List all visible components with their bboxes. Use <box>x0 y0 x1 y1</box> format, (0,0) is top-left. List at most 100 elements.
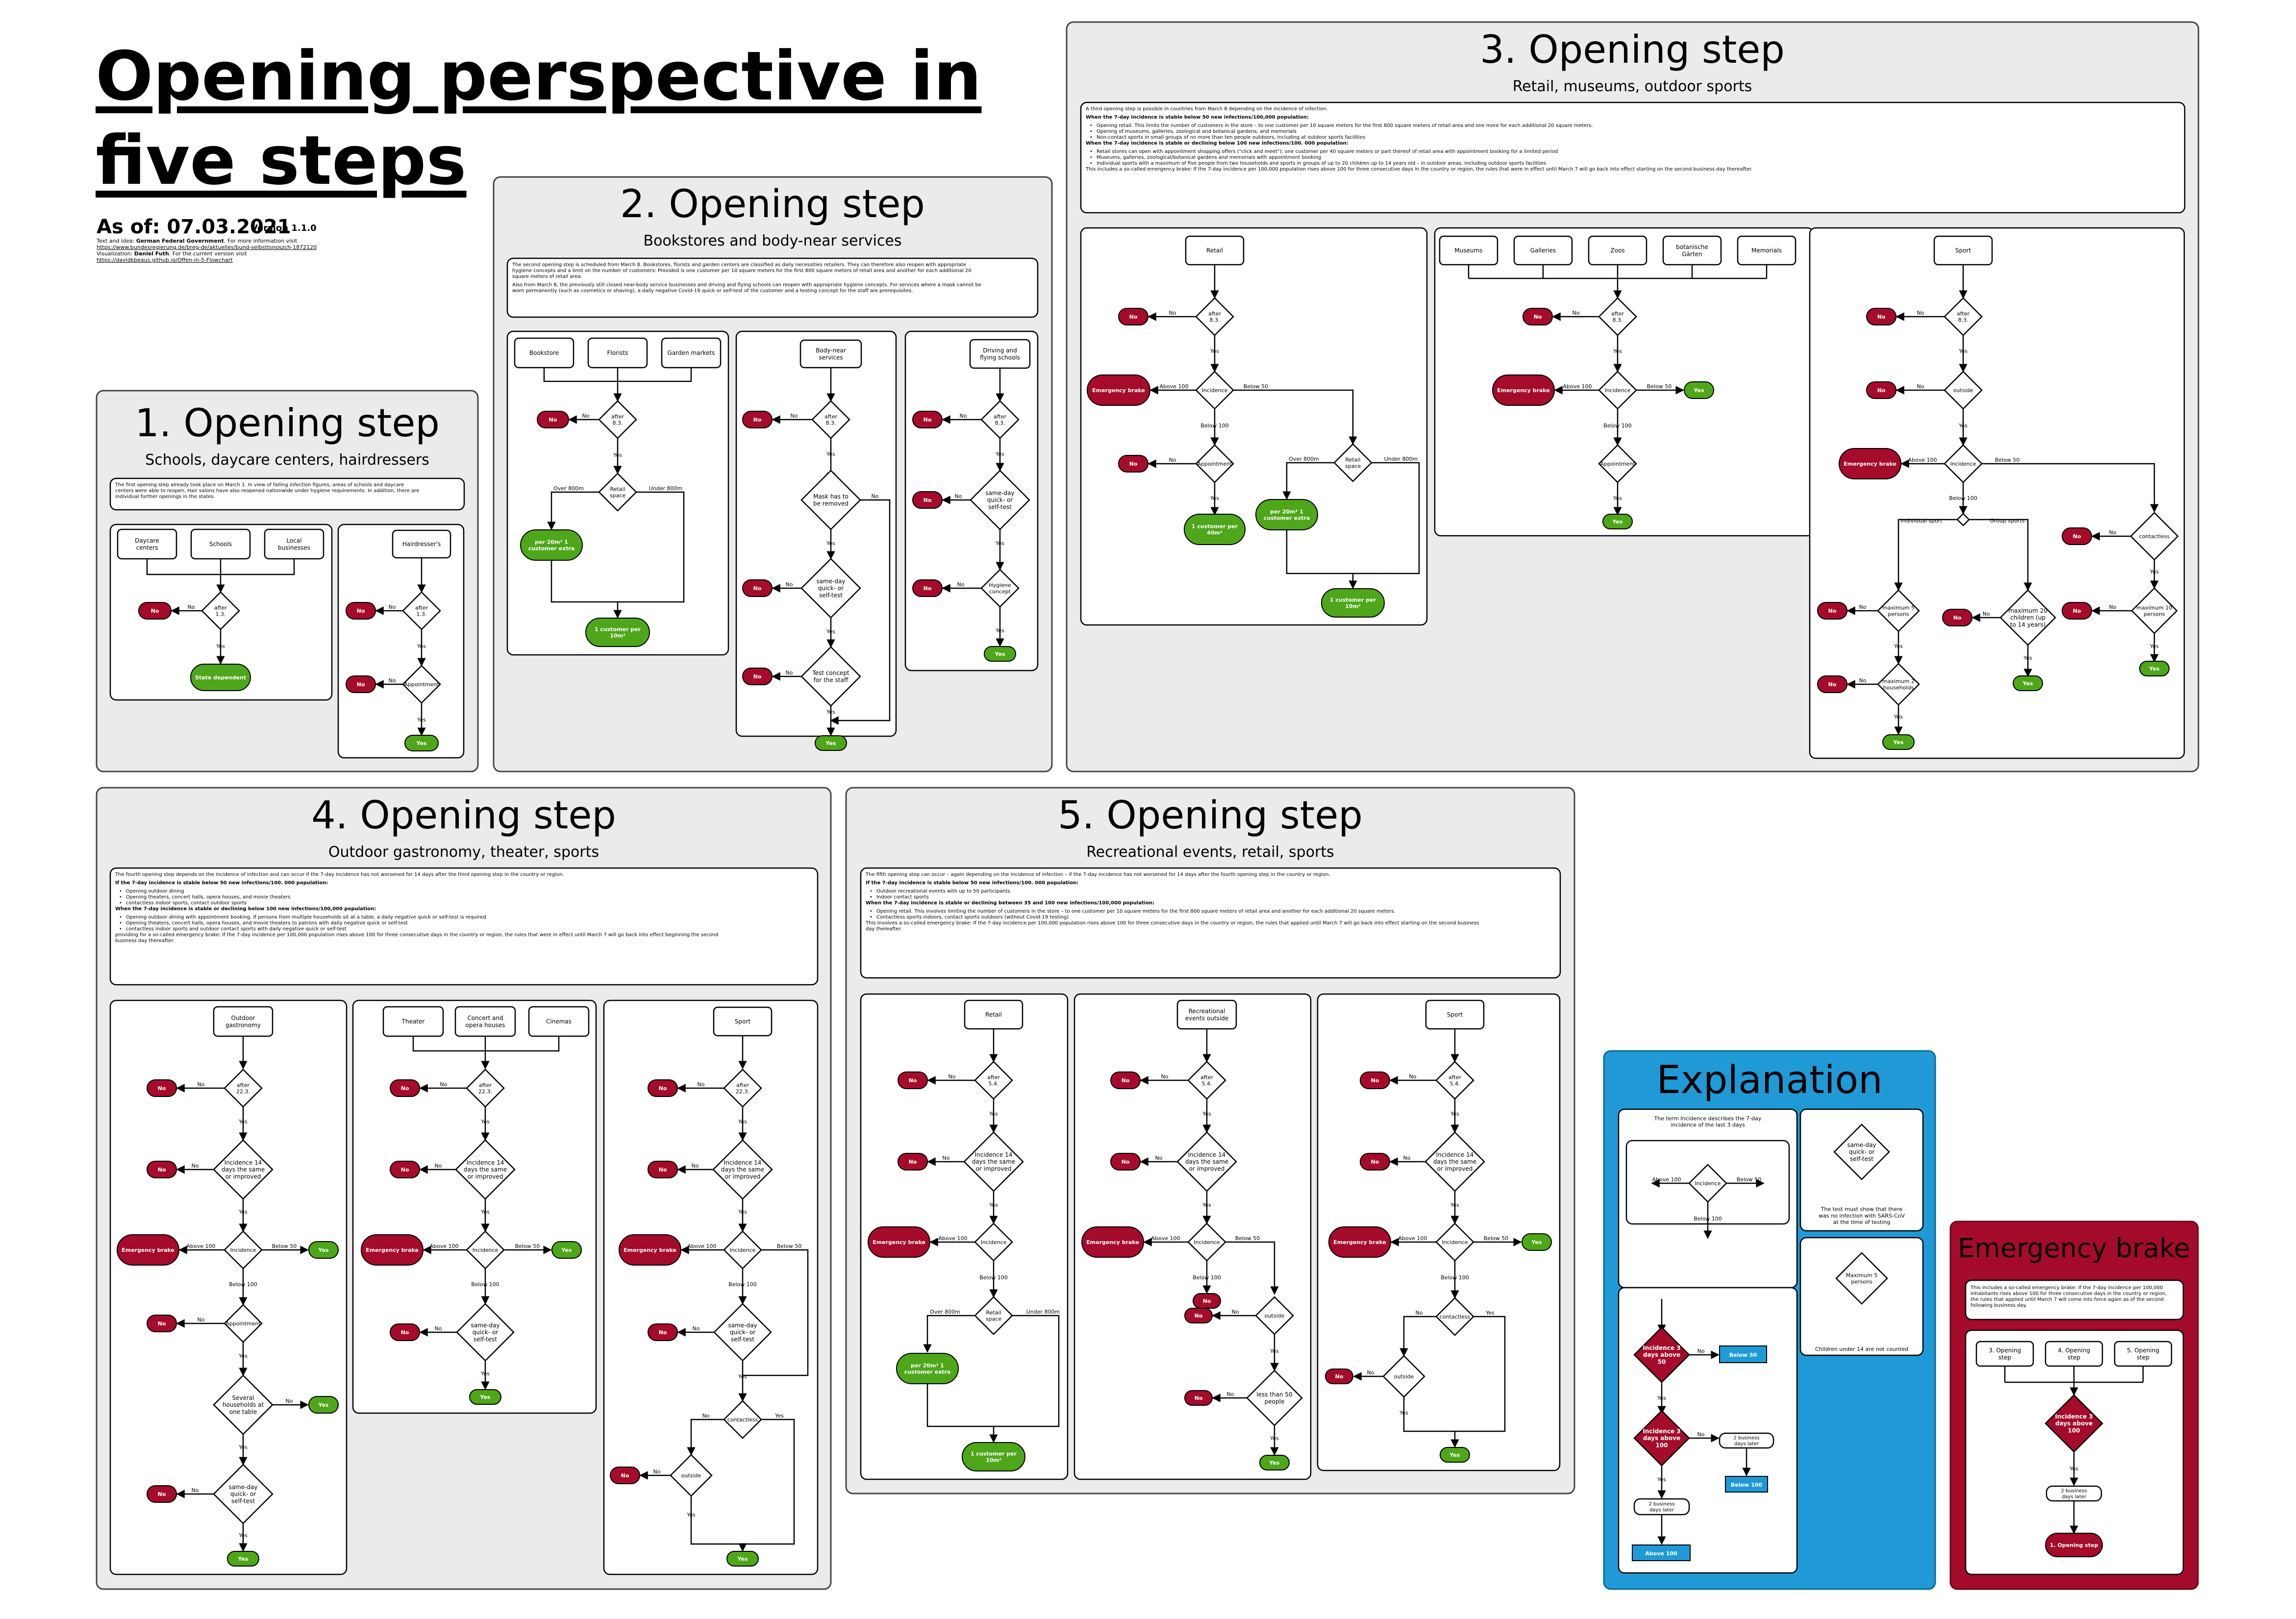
edge-label: Below 50 <box>272 1243 297 1249</box>
label-text: same-day <box>816 578 845 585</box>
label-text: Yes <box>2149 666 2160 672</box>
label-text: maximum 2 <box>1882 678 1915 684</box>
edge-label: Yes <box>480 1119 490 1125</box>
label-text: 8.3. <box>613 420 623 426</box>
edge-label: No <box>198 1317 205 1323</box>
edge-label: Yes <box>238 1353 248 1359</box>
label-text: 100 <box>2068 1427 2080 1434</box>
edge-label: Yes <box>995 451 1004 457</box>
label-text: Driving and <box>983 347 1017 354</box>
description-text: Opening theaters, concert halls, opera h… <box>126 921 408 926</box>
label-text: after <box>237 1082 250 1088</box>
label-text: Retail <box>986 1309 1001 1316</box>
connector <box>1348 462 1420 589</box>
credit-link[interactable]: https://www.bundesregierung.de/breg-de/a… <box>97 244 317 250</box>
version-label: Version 1.1.0 <box>251 223 317 233</box>
credit-link[interactable]: https://davidkbeaus.github.io/Offen-in-5… <box>97 257 233 263</box>
bullet: • <box>870 895 873 900</box>
label-text: Florists <box>607 349 628 356</box>
edge-label: Below 100 <box>1949 495 1977 501</box>
description-text: business day thereafter. <box>115 938 175 944</box>
edge-label: Above 100 <box>938 1235 967 1242</box>
yes-terminal <box>2139 661 2170 676</box>
edge-label: Yes <box>995 627 1004 634</box>
label-text: Emergency brake <box>1092 387 1145 394</box>
step-title: 4. Opening step <box>311 794 616 838</box>
below-100-box <box>1725 1476 1768 1493</box>
label-text: Local <box>286 537 301 544</box>
step-title: 2. Opening step <box>620 182 925 226</box>
connector <box>146 559 221 575</box>
label-text: Museums <box>1454 247 1482 254</box>
label-text: No <box>401 1329 409 1336</box>
connector <box>1282 462 1334 500</box>
edge-label: No <box>1572 310 1580 316</box>
edge-label: Yes <box>1613 495 1622 501</box>
label-text: No <box>923 417 932 423</box>
step-title: 5. Opening step <box>1058 794 1363 838</box>
label-text: same-day <box>728 1322 757 1329</box>
label-text: 5.4. <box>1450 1080 1460 1087</box>
edge-label: Below 100 <box>728 1281 757 1288</box>
description-text: The first opening step already took plac… <box>115 482 404 488</box>
edge-label: No <box>943 1155 950 1161</box>
edge-label: Below 50 <box>1647 383 1672 390</box>
label-text: No <box>923 497 932 503</box>
label-text: households <box>1883 684 1914 691</box>
edge-label: No <box>1983 611 1990 617</box>
edge-label: Below 100 <box>1694 1216 1722 1222</box>
label-text: or improved <box>1189 1166 1225 1172</box>
yes-terminal <box>1440 1447 1470 1463</box>
label-text: Yes <box>1893 739 1904 746</box>
edge-label: No <box>2109 529 2117 536</box>
yes-terminal <box>1602 514 1633 529</box>
description-text: following business day. <box>1971 1303 2027 1308</box>
label-text: No <box>158 1320 166 1327</box>
edge-label: No <box>1227 1391 1234 1397</box>
label-text: persons <box>1888 611 1909 617</box>
label-text: centers <box>136 544 158 551</box>
description-text: When the 7-day incidence is stable or de… <box>115 906 376 912</box>
step-2-description <box>506 257 1039 318</box>
label-text: Yes <box>737 1556 748 1562</box>
edge-label: Yes <box>989 1202 998 1208</box>
label-text: be removed <box>813 500 849 507</box>
label-text: persons <box>2144 611 2165 617</box>
decision-diamond <box>1333 443 1373 482</box>
step-1-chart-hairdressers <box>337 523 465 759</box>
connector <box>618 368 692 382</box>
label-text: No <box>753 585 762 592</box>
label-text: Schools <box>209 541 232 548</box>
edge-label: Over 800m <box>553 485 584 492</box>
label-text: quick- or <box>473 1329 499 1336</box>
label-text: Below 50 <box>1729 1352 1757 1358</box>
label-text: at the time of testing <box>1833 1219 1891 1225</box>
label-text: Emergency brake <box>366 1247 419 1253</box>
label-text: botanische <box>1676 244 1708 250</box>
label-text: Yes <box>416 740 427 747</box>
label-text: after <box>824 413 838 420</box>
edge-label: No <box>1416 1310 1423 1316</box>
connector <box>485 1036 560 1052</box>
label-text: Yes <box>238 1556 249 1562</box>
label-text: 1 customer per <box>971 1450 1017 1457</box>
label-text: Yes <box>561 1247 572 1253</box>
description-text: Retail stores can open with appointment … <box>1097 149 1558 154</box>
yes-terminal <box>1321 588 1385 618</box>
edge-label: Below 50 <box>1235 1235 1260 1242</box>
label-text: No <box>1828 608 1837 614</box>
edge-label: No <box>2109 604 2117 610</box>
label-text: quick- or <box>1849 1148 1875 1155</box>
label-text: 40m² <box>1207 529 1223 536</box>
label-text: after <box>1448 1074 1462 1080</box>
edge-label: Yes <box>480 1209 490 1215</box>
description-text: Also from March 8, the previously still … <box>512 282 981 288</box>
label-text: Yes <box>1531 1239 1542 1245</box>
label-text: outside <box>1953 387 1973 394</box>
label-text: after <box>611 413 624 420</box>
label-text: days the same <box>1433 1158 1476 1165</box>
label-text: No <box>753 417 762 423</box>
label-text: outside <box>1394 1373 1414 1380</box>
label-text: Mask has to <box>813 493 849 500</box>
label-text: Test concept <box>812 670 849 676</box>
